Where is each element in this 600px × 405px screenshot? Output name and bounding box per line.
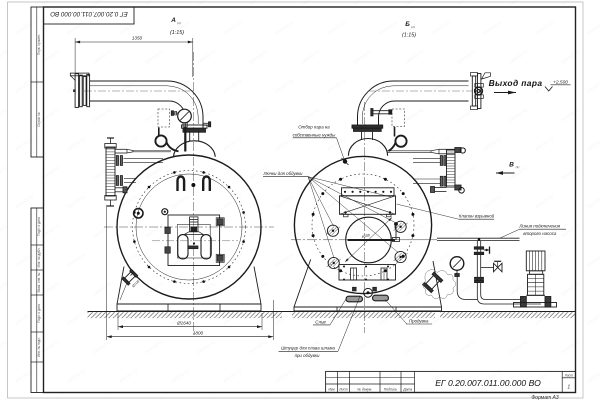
svg-text:1800: 1800	[193, 330, 204, 335]
svg-text:(1): (1)	[411, 25, 415, 29]
svg-text:1: 1	[567, 385, 570, 391]
svg-text:Ø108: Ø108	[131, 279, 140, 288]
svg-text:Клапан взрывной: Клапан взрывной	[459, 214, 495, 219]
svg-text:В: В	[509, 162, 514, 169]
svg-text:Б: Б	[405, 21, 410, 28]
svg-text:ø500: ø500	[361, 233, 370, 238]
svg-text:второго насоса: второго насоса	[523, 231, 557, 236]
svg-text:+2,500: +2,500	[553, 80, 568, 86]
svg-text:Подпись: Подпись	[384, 388, 398, 392]
svg-text:ЕГ 0.20.007.011.00.000 ВО: ЕГ 0.20.007.011.00.000 ВО	[50, 10, 127, 17]
svg-text:Формат А3: Формат А3	[531, 395, 559, 400]
svg-text:Справ. №: Справ. №	[37, 112, 41, 127]
svg-text:Отбор пара на: Отбор пара на	[298, 124, 330, 129]
svg-text:Изм: Изм	[328, 388, 335, 392]
svg-text:Дата: Дата	[402, 388, 412, 392]
svg-text:Слив: Слив	[315, 319, 326, 324]
svg-text:при обдувки: при обдувки	[295, 353, 320, 358]
svg-text:Линия подключения: Линия подключения	[518, 224, 560, 229]
svg-text:Выход пара: Выход пара	[489, 78, 543, 88]
svg-text:Инв. № подл.: Инв. № подл.	[37, 337, 41, 357]
svg-text:ЕГ 0.20.007.011.00.000 ВО: ЕГ 0.20.007.011.00.000 ВО	[435, 378, 541, 388]
svg-text:(1:15): (1:15)	[170, 30, 184, 36]
svg-text:Лючки для обдувки: Лючки для обдувки	[263, 171, 303, 176]
svg-text:Подп. и дата: Подп. и дата	[37, 304, 41, 323]
svg-text:1350: 1350	[132, 36, 143, 41]
svg-text:Ø1640: Ø1640	[176, 321, 191, 326]
svg-text:(1): (1)	[516, 165, 520, 169]
svg-text:Взам. инв. №: Взам. инв. №	[37, 272, 41, 292]
svg-text:(1): (1)	[177, 21, 181, 25]
svg-text:Лист: Лист	[564, 374, 574, 378]
svg-text:Перв. примен.: Перв. примен.	[37, 34, 41, 55]
svg-text:№ докум.: № докум.	[357, 388, 372, 392]
svg-text:Инв. № дубл.: Инв. № дубл.	[37, 248, 41, 268]
svg-text:Подп. и дата: Подп. и дата	[37, 217, 41, 236]
svg-text:Продувка: Продувка	[409, 318, 429, 323]
svg-text:А: А	[170, 17, 176, 24]
svg-text:(1:15): (1:15)	[402, 32, 416, 38]
svg-text:собственные нужды: собственные нужды	[293, 132, 336, 137]
svg-text:Лист: Лист	[338, 388, 348, 392]
svg-text:Штуцер для слива шлама: Штуцер для слива шлама	[281, 345, 335, 350]
